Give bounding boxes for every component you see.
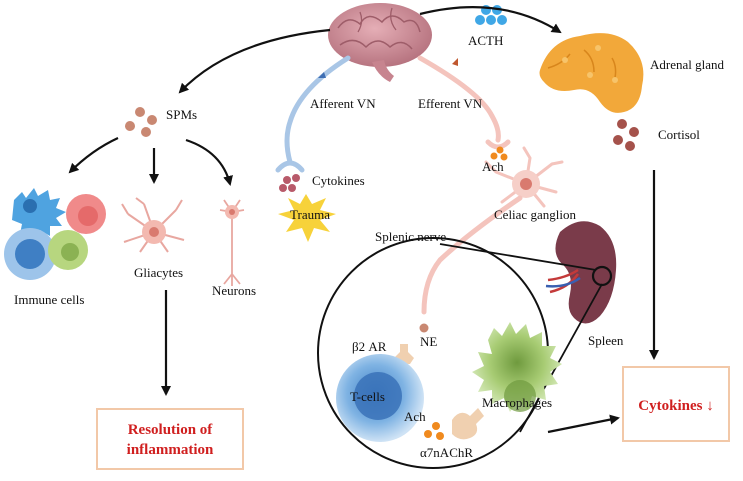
cytokines-down-box: Cytokines ↓ — [622, 366, 730, 442]
gliacytes-icon — [121, 197, 185, 253]
celiac-nucleus — [520, 178, 532, 190]
adrenal-gland-icon — [539, 33, 644, 113]
spms-dots-icon — [125, 107, 157, 137]
efferent-terminal — [485, 139, 511, 150]
arrow-spms-to-immune — [68, 137, 119, 174]
neuron-nucleus — [229, 209, 235, 215]
label-spms: SPMs — [166, 107, 198, 122]
trauma-star-icon — [278, 194, 336, 242]
label-trauma: Trauma — [290, 207, 330, 222]
efferent-vagus-nerve — [417, 55, 501, 143]
label-macrophages: Macrophages — [482, 395, 553, 410]
afferent-vagus-nerve — [284, 55, 351, 165]
label-efferent-vn: Efferent VN — [418, 96, 483, 111]
label-acth: ACTH — [468, 33, 504, 48]
zoom-line-top — [439, 243, 597, 271]
immune-cells-icon — [4, 188, 106, 280]
ne-dot-icon — [419, 323, 429, 333]
arrow-macrophage-to-cytokines — [547, 414, 620, 434]
ach-dots-bottom-icon — [424, 422, 444, 440]
cytokines-dots-icon — [279, 174, 300, 192]
label-adrenal-gland: Adrenal gland — [650, 57, 725, 72]
cortisol-dots-icon — [613, 119, 639, 151]
macrophage-icon — [472, 322, 562, 412]
label-spleen: Spleen — [588, 333, 624, 348]
t-cell-nucleus — [354, 372, 402, 420]
arrow-spms-to-neurons — [185, 138, 233, 186]
label-t-cells: T-cells — [350, 389, 385, 404]
label-ne: NE — [420, 334, 438, 349]
label-cytokines: Cytokines — [312, 173, 365, 188]
resolution-line-2: inflammation — [126, 442, 214, 458]
efferent-arrowhead-icon — [452, 58, 458, 66]
ach-dots-top-icon — [490, 146, 508, 161]
gliacyte-nucleus — [149, 227, 159, 237]
brain-icon — [328, 3, 432, 82]
afferent-receptor-fork — [275, 160, 305, 173]
label-a7nachr: α7nAChR — [420, 445, 474, 460]
label-ach-bottom: Ach — [404, 409, 426, 424]
label-cortisol: Cortisol — [658, 127, 700, 142]
afferent-arrowhead-icon — [318, 72, 326, 78]
cytokines-down-label: Cytokines ↓ — [638, 398, 714, 414]
arrow-brain-to-adrenal — [419, 6, 562, 34]
resolution-of-inflammation-box: Resolution of inflammation — [96, 408, 244, 470]
splenic-nerve — [421, 195, 523, 315]
label-neurons: Neurons — [212, 283, 257, 298]
arrow-brain-to-spms — [178, 28, 331, 94]
spleen-icon — [545, 221, 617, 324]
label-afferent-vn: Afferent VN — [310, 96, 376, 111]
label-ach-top: Ach — [482, 159, 504, 174]
a7nachr-receptor-icon — [452, 408, 484, 440]
label-beta2-ar: β2 AR — [352, 339, 387, 354]
label-splenic-nerve: Splenic nerve — [375, 229, 447, 244]
label-immune-cells: Immune cells — [14, 292, 85, 307]
label-celiac-ganglion: Celiac ganglion — [494, 207, 576, 222]
label-gliacytes: Gliacytes — [134, 265, 184, 280]
resolution-line-1: Resolution of — [127, 422, 213, 438]
